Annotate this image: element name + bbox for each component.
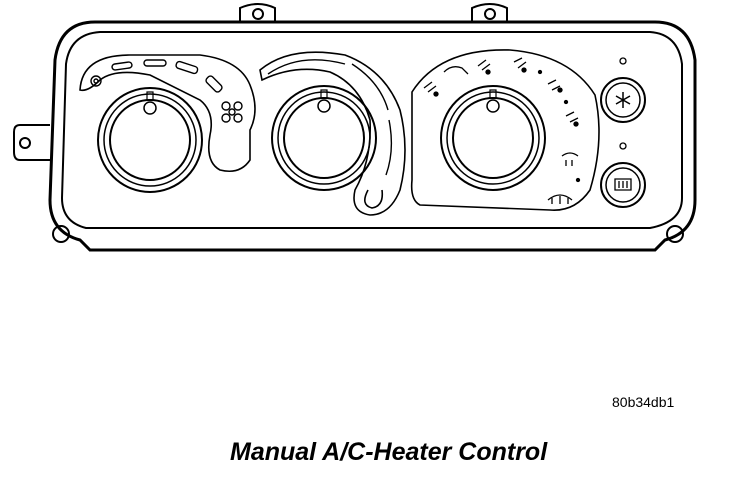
- mode-knob[interactable]: [441, 86, 545, 190]
- mounting-tab-top-left: [240, 4, 275, 22]
- ac-button[interactable]: [601, 78, 645, 122]
- blower-speed-knob[interactable]: [98, 88, 202, 192]
- rear-defrost-button[interactable]: [601, 163, 645, 207]
- floor-vent-icon: [514, 58, 578, 126]
- housing-outline: [50, 22, 695, 250]
- panel-vent-icon: [424, 82, 438, 96]
- temperature-knob[interactable]: [272, 86, 376, 190]
- mounting-tab-top-right: [472, 4, 507, 22]
- blower-scale: [91, 60, 223, 93]
- face-plate-contours: [80, 50, 599, 215]
- blower-fan-icon: [222, 102, 242, 122]
- snowflake-icon: [616, 92, 630, 108]
- temperature-scale: [268, 60, 391, 175]
- mounting-tab-bottom-right: [667, 226, 683, 242]
- mounting-tab-bottom-left: [53, 226, 69, 242]
- figure-caption: Manual A/C-Heater Control: [230, 438, 548, 466]
- indicator-dots: [620, 58, 626, 149]
- bi-level-icon: [444, 60, 490, 74]
- rear-defrost-icon: [615, 179, 631, 190]
- figure-reference-code: 80b34db1: [612, 394, 675, 410]
- mounting-tab-left: [14, 125, 50, 160]
- front-defrost-icon: [548, 153, 580, 204]
